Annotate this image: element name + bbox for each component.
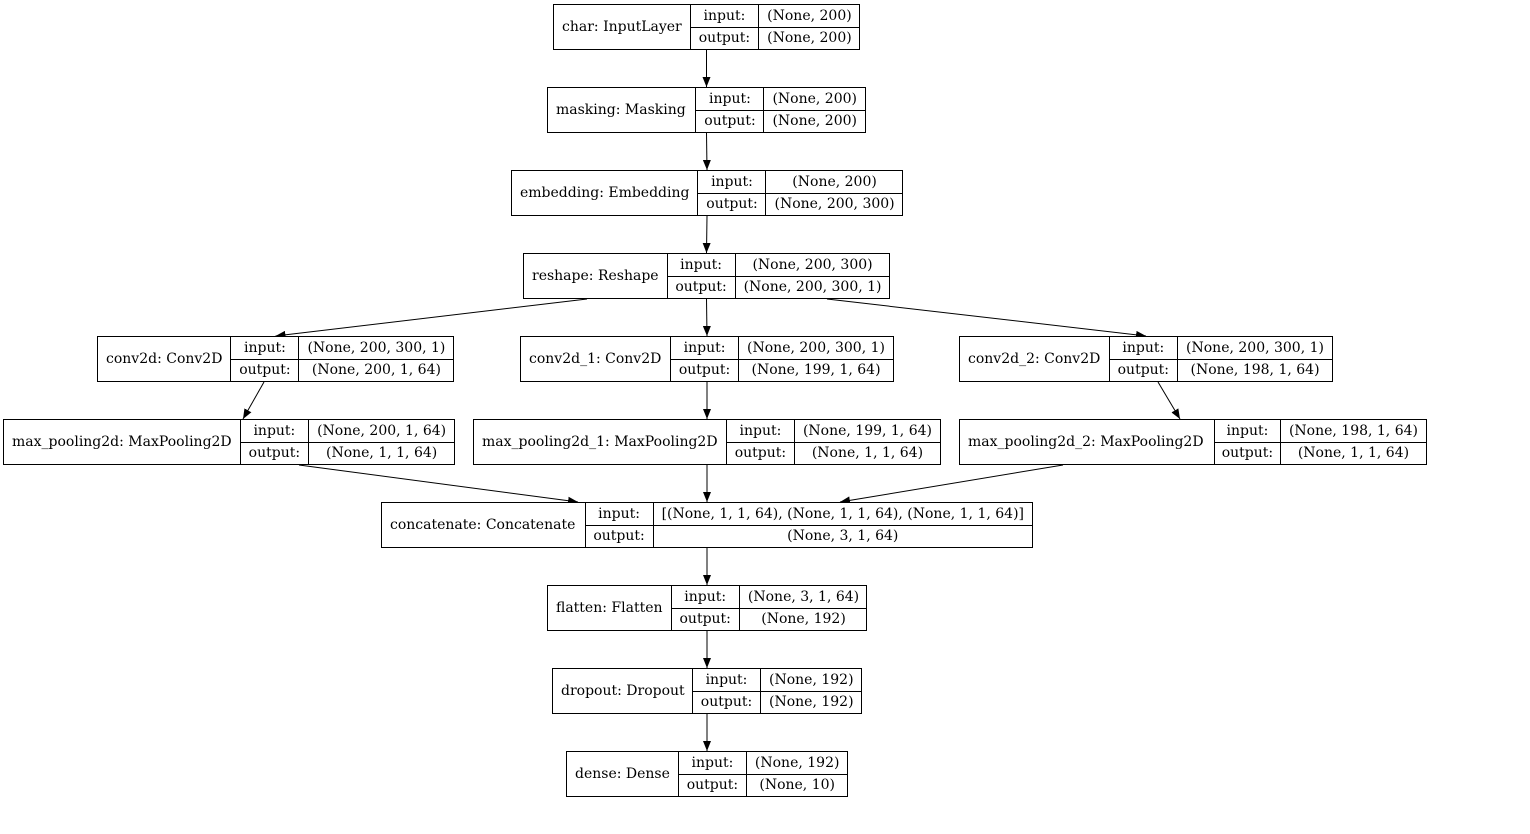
- input-shape: (None, 200): [759, 5, 860, 28]
- edge-reshape-to-conv2d: [275, 298, 588, 339]
- output-shape: (None, 200, 1, 64): [311, 362, 441, 379]
- edge-masking-to-embedding: [702, 132, 711, 171]
- layer-node-embedding: embedding: Embedding input: output: (None…: [511, 170, 903, 216]
- input-label: input:: [231, 337, 299, 360]
- input-shape: (None, 199, 1, 64): [794, 420, 940, 443]
- input-label: input:: [726, 420, 794, 443]
- layer-name: conv2d: Conv2D: [98, 337, 232, 381]
- input-shape: (None, 200, 300, 1): [739, 337, 893, 360]
- output-label: output:: [593, 528, 645, 545]
- input-label: input:: [667, 254, 735, 277]
- output-shape: (None, 3, 1, 64): [787, 528, 899, 545]
- output-shape: (None, 200): [772, 113, 857, 130]
- output-label: output:: [706, 196, 758, 213]
- layer-name: dense: Dense: [567, 752, 679, 796]
- output-shape: (None, 1, 1, 64): [811, 445, 924, 462]
- output-shape: (None, 192): [769, 694, 854, 711]
- layer-node-char: char: InputLayer input: output: (None, 20…: [553, 4, 860, 50]
- output-label: output:: [1117, 362, 1170, 379]
- layer-name: max_pooling2d_1: MaxPooling2D: [474, 420, 727, 464]
- input-shape: [(None, 1, 1, 64), (None, 1, 1, 64), (No…: [653, 503, 1032, 526]
- input-label: input:: [678, 752, 746, 775]
- edge-embedding-to-reshape: [702, 215, 711, 254]
- layer-node-conv2d: conv2d: Conv2D input: output: (None, 200,…: [97, 336, 454, 382]
- input-shape: (None, 200): [764, 88, 865, 111]
- layer-name: char: InputLayer: [554, 5, 691, 49]
- output-shape: (None, 10): [759, 777, 835, 794]
- layer-node-concatenate: concatenate: Concatenate input: output: […: [381, 502, 1033, 548]
- layer-name: dropout: Dropout: [553, 669, 693, 713]
- output-label: output:: [686, 777, 739, 794]
- output-label: output:: [675, 279, 727, 296]
- output-label: output:: [698, 30, 751, 47]
- input-shape: (None, 200): [766, 171, 903, 194]
- layer-name: embedding: Embedding: [512, 171, 699, 215]
- input-shape: (None, 200, 300, 1): [299, 337, 454, 360]
- edge-reshape-to-conv2d_2: [826, 298, 1147, 339]
- input-label: input:: [671, 586, 739, 609]
- layer-node-reshape: reshape: Reshape input: output: (None, 20…: [523, 253, 890, 299]
- input-label: input:: [693, 669, 760, 692]
- output-label: output:: [734, 445, 787, 462]
- layer-node-max-pooling2d-1: max_pooling2d_1: MaxPooling2D input: outp…: [473, 419, 941, 465]
- input-shape: (None, 192): [761, 669, 862, 692]
- input-shape: (None, 200, 300, 1): [1178, 337, 1332, 360]
- output-shape: (None, 200): [767, 30, 852, 47]
- input-label: input:: [240, 420, 309, 443]
- layer-name: flatten: Flatten: [548, 586, 672, 630]
- output-shape: (None, 199, 1, 64): [751, 362, 881, 379]
- input-label: input:: [690, 5, 759, 28]
- input-shape: (None, 3, 1, 64): [739, 586, 868, 609]
- layer-node-max-pooling2d-2: max_pooling2d_2: MaxPooling2D input: outp…: [959, 419, 1427, 465]
- input-label: input:: [698, 171, 766, 194]
- layer-node-dense: dense: Dense input: output: (None, 192) (N…: [566, 751, 848, 797]
- input-label: input:: [585, 503, 653, 526]
- edge-max_pooling2d-to-concatenate: [298, 464, 579, 505]
- output-shape: (None, 200, 300): [774, 196, 895, 213]
- layer-node-conv2d-2: conv2d_2: Conv2D input: output: (None, 20…: [959, 336, 1333, 382]
- output-label: output:: [679, 611, 731, 628]
- output-label: output:: [700, 694, 753, 711]
- edge-reshape-to-conv2d_1: [702, 298, 711, 337]
- output-label: output:: [239, 362, 291, 379]
- layer-node-conv2d-1: conv2d_1: Conv2D input: output: (None, 20…: [520, 336, 894, 382]
- edge-conv2d-to-max_pooling2d: [242, 381, 265, 420]
- layer-node-max-pooling2d: max_pooling2d: MaxPooling2D input: output…: [3, 419, 455, 465]
- input-shape: (None, 200, 300): [735, 254, 890, 277]
- input-label: input:: [1109, 337, 1178, 360]
- output-shape: (None, 192): [761, 611, 846, 628]
- layer-node-masking: masking: Masking input: output: (None, 20…: [547, 87, 866, 133]
- layer-name: conv2d_2: Conv2D: [960, 337, 1110, 381]
- input-label: input:: [696, 88, 764, 111]
- output-label: output:: [1221, 445, 1274, 462]
- input-shape: (None, 200, 1, 64): [309, 420, 455, 443]
- output-label: output:: [248, 445, 301, 462]
- layer-name: masking: Masking: [548, 88, 697, 132]
- output-label: output:: [678, 362, 731, 379]
- edge-conv2d_2-to-max_pooling2d_2: [1157, 381, 1181, 420]
- layer-node-dropout: dropout: Dropout input: output: (None, 19…: [552, 668, 862, 714]
- input-label: input:: [1214, 420, 1280, 443]
- output-shape: (None, 1, 1, 64): [325, 445, 438, 462]
- layer-name: max_pooling2d_2: MaxPooling2D: [960, 420, 1215, 464]
- layer-name: max_pooling2d: MaxPooling2D: [4, 420, 241, 464]
- edge-max_pooling2d_2-to-concatenate: [839, 464, 1064, 505]
- input-shape: (None, 192): [746, 752, 848, 775]
- output-shape: (None, 198, 1, 64): [1190, 362, 1320, 379]
- input-label: input:: [671, 337, 739, 360]
- output-shape: (None, 1, 1, 64): [1297, 445, 1410, 462]
- layer-name: reshape: Reshape: [524, 254, 668, 298]
- layer-node-flatten: flatten: Flatten input: output: (None, 3,…: [547, 585, 868, 631]
- input-shape: (None, 198, 1, 64): [1280, 420, 1426, 443]
- layer-name: concatenate: Concatenate: [382, 503, 586, 547]
- layer-name: conv2d_1: Conv2D: [521, 337, 672, 381]
- output-shape: (None, 200, 300, 1): [743, 279, 882, 296]
- output-label: output:: [704, 113, 756, 130]
